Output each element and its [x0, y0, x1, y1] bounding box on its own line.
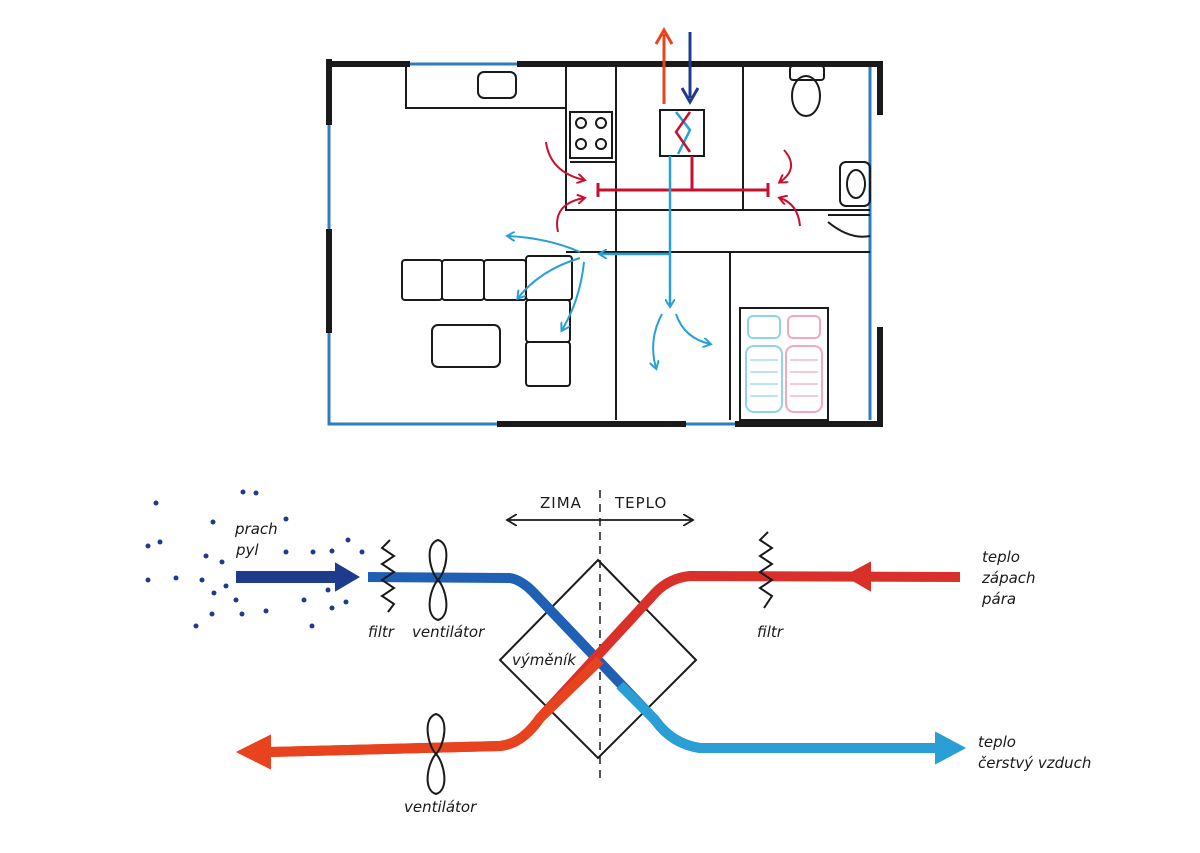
- teplo-out-label: teplo: [978, 733, 1016, 751]
- prach-label: prach: [234, 520, 278, 538]
- floor-plan-thick-walls: [326, 59, 883, 427]
- filter-icon: [380, 539, 396, 613]
- filter-icon-right: [758, 531, 774, 609]
- para-label: pára: [981, 590, 1016, 608]
- heat-recovery-schematic: ZIMA TEPLO prach pyl filtr: [145, 489, 1091, 816]
- dust-particles: [145, 489, 365, 629]
- supply-air-arrows: [508, 236, 710, 368]
- fan-icon-bottom: [426, 712, 446, 796]
- extract-air-stream: [269, 571, 961, 757]
- bathtub-edge: [827, 221, 871, 238]
- extract-air-stream-cool: [269, 656, 604, 757]
- supply-air-duct: [600, 156, 670, 306]
- unit-exchange-cross: [675, 111, 692, 155]
- season-indicator: ZIMA TEPLO: [508, 490, 692, 780]
- ventilation-unit-icon: [659, 109, 705, 157]
- fan-icon: [428, 538, 448, 622]
- filter-right-label: filtr: [757, 623, 784, 641]
- extract-air-arrows: [545, 141, 801, 233]
- exhaust-outlet-arrow: [235, 734, 271, 770]
- teplo-in-label: teplo: [982, 548, 1020, 566]
- zapach-label: zápach: [981, 569, 1036, 587]
- fan-bottom-label: ventilátor: [404, 798, 477, 816]
- filter-left-label: filtr: [368, 623, 395, 641]
- extract-air-duct: [596, 156, 770, 197]
- floor-plan: [326, 26, 883, 427]
- fresh-air-outlet-arrow: [935, 731, 967, 765]
- fresh-air-label: čerstvý vzduch: [978, 754, 1091, 772]
- floor-plan-blue-walls: [327, 62, 880, 426]
- floor-plan-interior-walls: [405, 64, 870, 420]
- kitchen-sink-icon: [477, 71, 517, 99]
- zima-label: ZIMA: [540, 494, 582, 512]
- unit-exchange-cross-red: [674, 111, 692, 153]
- supply-air-stream-warm: [616, 681, 940, 753]
- outside-air-arrows: [654, 26, 700, 106]
- fan-top-label: ventilátor: [412, 623, 485, 641]
- bed-icon: [739, 307, 829, 421]
- exchanger-label: výměník: [512, 651, 577, 669]
- teplo-season-label: TEPLO: [614, 494, 667, 512]
- toilet-icon: [789, 65, 825, 117]
- sofa-icon: [401, 255, 573, 387]
- heat-exchanger-icon: [498, 558, 698, 760]
- pyl-label: pyl: [235, 541, 259, 559]
- indoor-air-inlet-arrow: [843, 561, 871, 592]
- coffee-table-icon: [431, 324, 501, 368]
- cold-outdoor-air-arrow: [236, 562, 360, 592]
- sink-icon: [839, 161, 871, 207]
- stove-icon: [569, 111, 613, 159]
